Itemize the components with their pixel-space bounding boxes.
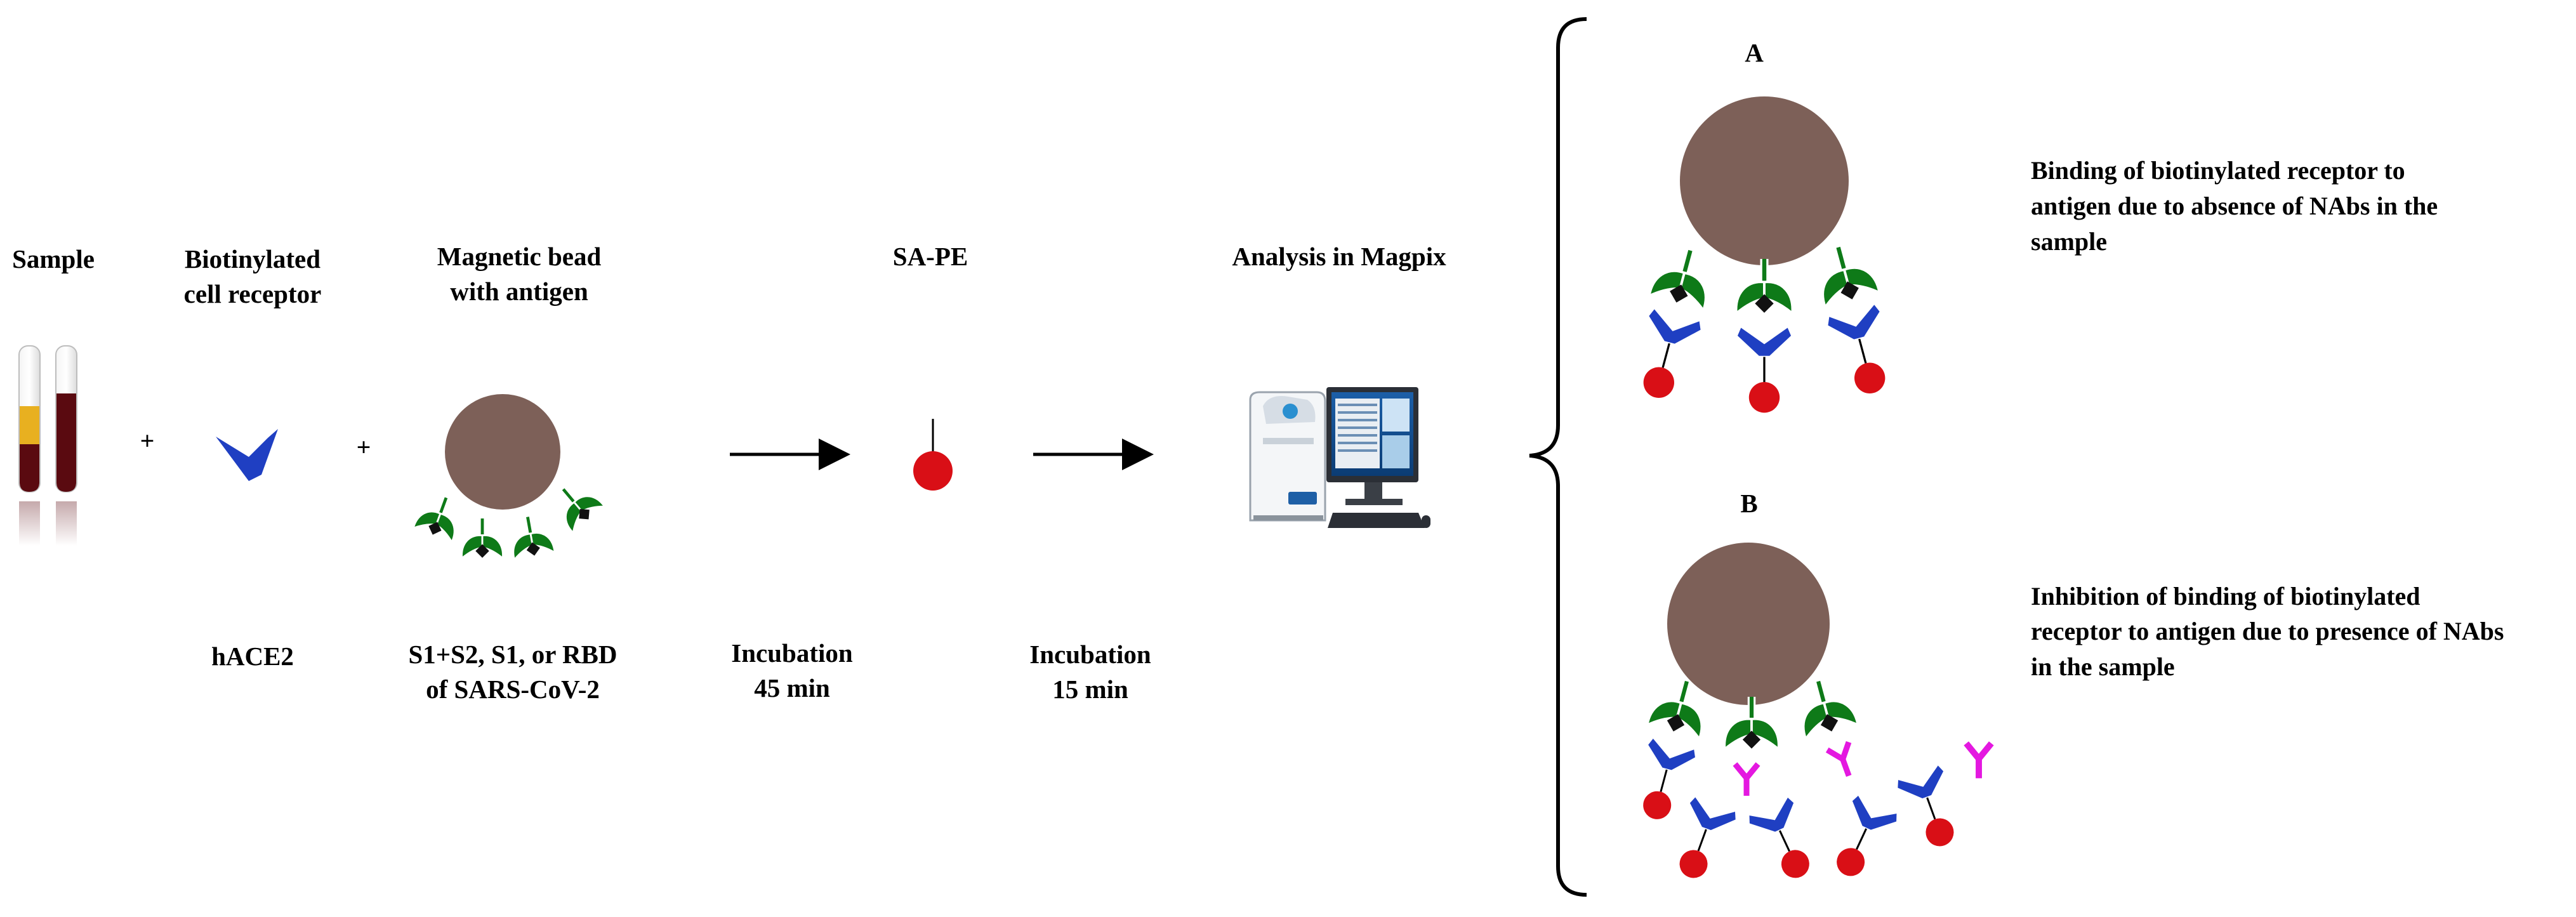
incubation2-label-line2: 15 min xyxy=(1052,675,1128,704)
molecule-layer xyxy=(412,246,1994,878)
outcome-a-antigen-1 xyxy=(1647,249,1707,313)
bead-a xyxy=(1680,96,1849,265)
outcome-a-receptor-3 xyxy=(1825,301,1886,393)
outcome-a-illustration xyxy=(1680,96,1849,265)
outcome-b-text-line2: receptor to antigen due to presence of N… xyxy=(2031,617,2504,645)
bead-label-line2: with antigen xyxy=(450,277,588,306)
plasma-layer xyxy=(20,406,39,444)
outcome-brace xyxy=(1529,17,1587,897)
outcome-b-receptor-free-3 xyxy=(1837,793,1899,876)
sample-tube-plasma xyxy=(18,345,41,546)
bead-b xyxy=(1667,543,1830,705)
outcome-a-label: A xyxy=(1745,38,1764,67)
outcome-b-nab-1 xyxy=(1733,762,1760,796)
outcome-b-nab-free xyxy=(1964,741,1994,779)
outcome-a-receptor-2 xyxy=(1735,324,1793,413)
magnetic-bead-icon xyxy=(445,394,560,510)
outcome-b-nab-2 xyxy=(1825,741,1852,777)
magpix-instrument-icon xyxy=(1249,391,1326,522)
receptor-label-line2: cell receptor xyxy=(184,279,322,308)
outcome-a-text-line3: sample xyxy=(2031,227,2107,256)
incubation1-label-line2: 45 min xyxy=(754,673,830,703)
tube-reflection-2 xyxy=(56,501,77,546)
outcome-b-receptor-free-1 xyxy=(1679,794,1738,878)
tube-reflection-1 xyxy=(19,501,40,546)
sample-tubes-icon xyxy=(18,345,77,546)
bead-label-line1: Magnetic bead xyxy=(437,242,602,271)
blood-layer-2 xyxy=(56,393,76,492)
outcome-b-text-line1: Inhibition of binding of biotinylated xyxy=(2031,582,2421,610)
sample-tube-blood xyxy=(55,345,77,546)
hace2-label: hACE2 xyxy=(211,642,294,671)
outcome-a-antigen-2 xyxy=(1734,259,1794,316)
outcome-b-antigen-2 xyxy=(1723,697,1780,752)
bead-antigen-3 xyxy=(512,516,556,562)
outcome-b-antigen-1 xyxy=(1646,680,1703,742)
outcome-b-label: B xyxy=(1740,489,1757,518)
outcome-b-antigen-3 xyxy=(1802,680,1859,742)
outcome-b-receptor-free-4 xyxy=(1896,762,1954,847)
sample-label: Sample xyxy=(12,244,95,274)
incubation1-label-line1: Incubation xyxy=(731,638,853,668)
outcome-a-text-line1: Binding of biotinylated receptor to xyxy=(2031,156,2405,185)
keyboard-icon xyxy=(1328,513,1430,528)
antigen-label-line1: S1+S2, S1, or RBD xyxy=(408,640,617,669)
antigen-label-line2: of SARS-CoV-2 xyxy=(426,675,600,704)
bead-antigen-4 xyxy=(560,487,607,535)
outcome-a-text-line2: antigen due to absence of NAbs in the xyxy=(2031,192,2438,220)
outcome-b-receptor-bound xyxy=(1643,736,1698,819)
outcome-b-text-line3: in the sample xyxy=(2031,652,2175,681)
blood-layer-1 xyxy=(20,444,39,492)
bead-antigen-1 xyxy=(412,496,456,544)
plus-sign-1: + xyxy=(140,426,155,455)
receptor-label-line1: Biotinylated xyxy=(185,244,320,274)
outcome-b-illustration xyxy=(1667,543,1830,705)
outcome-b-receptor-free-2 xyxy=(1747,795,1809,878)
incubation2-label-line1: Incubation xyxy=(1029,640,1151,669)
mouse-icon xyxy=(1422,515,1430,528)
outcome-a-antigen-3 xyxy=(1821,246,1882,310)
plus-sign-2: + xyxy=(357,433,371,461)
outcome-a-receptor-1 xyxy=(1643,306,1703,398)
sape-label: SA-PE xyxy=(893,242,968,271)
bead-antigen-2 xyxy=(461,518,504,560)
computer-monitor-icon xyxy=(1326,387,1418,505)
analysis-label: Analysis in Magpix xyxy=(1232,242,1446,271)
sape-icon xyxy=(913,419,953,491)
receptor-icon xyxy=(216,429,278,481)
